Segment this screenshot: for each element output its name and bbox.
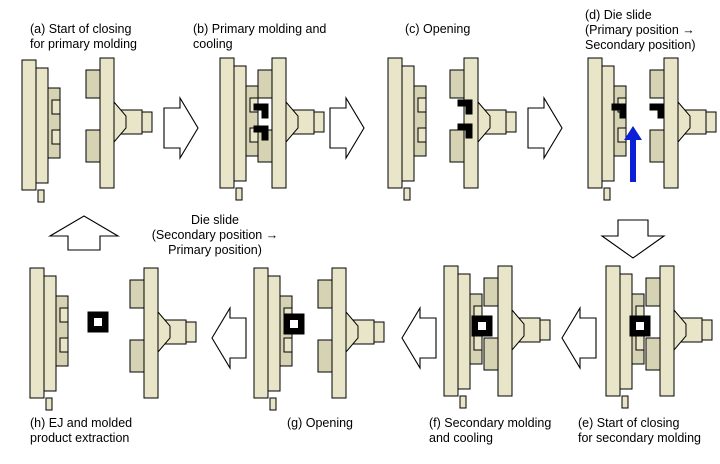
arrow-b-to-c	[329, 96, 365, 160]
diagram-a	[21, 57, 153, 203]
diagram-e	[605, 265, 713, 409]
slide-arrow-head	[624, 126, 642, 140]
arrow-h-to-a	[47, 215, 121, 251]
diagram-c	[387, 57, 517, 201]
arrow-e-to-f	[561, 306, 597, 370]
step-d-label: (d) Die slide (Primary position → Second…	[585, 8, 696, 52]
arrow-c-to-d	[527, 96, 563, 160]
arrow-f-to-g	[401, 306, 437, 370]
die-slide-back-label: Die slide (Secondary position → Primary …	[151, 213, 279, 257]
step-f-label: (f) Secondary molding and cooling	[429, 416, 552, 445]
step-c-label: (c) Opening	[405, 22, 471, 36]
diagram-g	[253, 267, 385, 411]
diagram-b	[219, 57, 325, 201]
diagram-d	[587, 57, 717, 201]
step-g-label: (g) Opening	[287, 416, 354, 430]
diagram-h	[29, 267, 197, 411]
diagram-f	[443, 265, 551, 409]
arrow-g-to-h	[211, 306, 247, 370]
step-b-label: (b) Primary molding and cooling	[193, 22, 327, 51]
step-a-label: (a) Start of closing for primary molding	[30, 22, 137, 51]
step-e-label: (e) Start of closing for secondary moldi…	[578, 416, 701, 445]
arrow-a-to-b	[163, 96, 199, 160]
step-h-label: (h) EJ and molded product extraction	[30, 416, 133, 445]
arrow-d-to-e	[600, 219, 666, 259]
slide-arrow-shaft	[630, 138, 636, 182]
